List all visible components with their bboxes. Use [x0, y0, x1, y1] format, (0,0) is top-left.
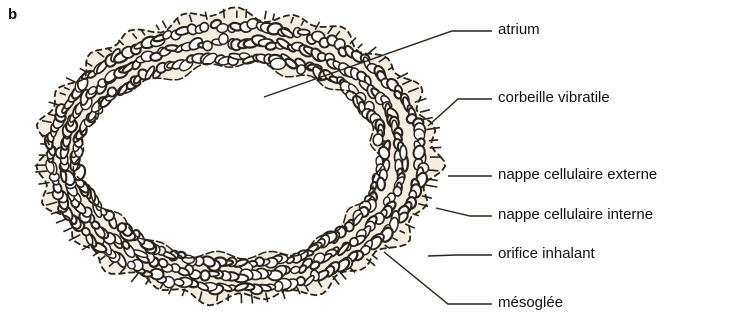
- outer-cell-process: [358, 44, 363, 48]
- outer-cell-process: [66, 78, 76, 83]
- leader-line-nappe-cellulaire-interne: [436, 208, 492, 216]
- outer-cell-process: [341, 273, 347, 280]
- outer-cell-process: [252, 294, 253, 304]
- outer-cell-process: [131, 274, 138, 282]
- label-orifice-inhalant: orifice inhalant: [498, 245, 595, 263]
- outer-cell-process: [217, 293, 218, 301]
- outer-cell-process: [420, 110, 430, 113]
- leader-line-orifice-inhalant: [428, 255, 492, 256]
- label-corbeille-vibratile: corbeille vibratile: [498, 89, 610, 107]
- outer-cell-process: [156, 25, 159, 31]
- outer-cell-process: [246, 9, 247, 18]
- outer-cell-process: [426, 185, 438, 187]
- sponge-chamber: [400, 145, 407, 160]
- leader-line-mesoglee: [384, 252, 492, 304]
- sponge-chamber: [377, 177, 386, 190]
- label-atrium: atrium: [498, 21, 540, 39]
- label-nappe-cellulaire-interne: nappe cellulaire interne: [498, 206, 653, 224]
- outer-cell-process: [265, 11, 267, 19]
- label-mesoglee: mésoglée: [498, 294, 563, 312]
- sponge-wall-tissue-ring: [35, 7, 445, 305]
- outer-cell-process: [56, 219, 67, 223]
- outer-cell-process: [162, 21, 166, 28]
- outer-cell-process: [80, 68, 86, 72]
- outer-cell-process: [429, 170, 438, 171]
- leader-line-corbeille-vibratile: [428, 99, 492, 126]
- sponge-chamber: [298, 29, 310, 35]
- label-nappe-cellulaire-externe: nappe cellulaire externe: [498, 166, 657, 184]
- outer-cell-process: [35, 171, 47, 172]
- outer-cell-process: [429, 140, 438, 141]
